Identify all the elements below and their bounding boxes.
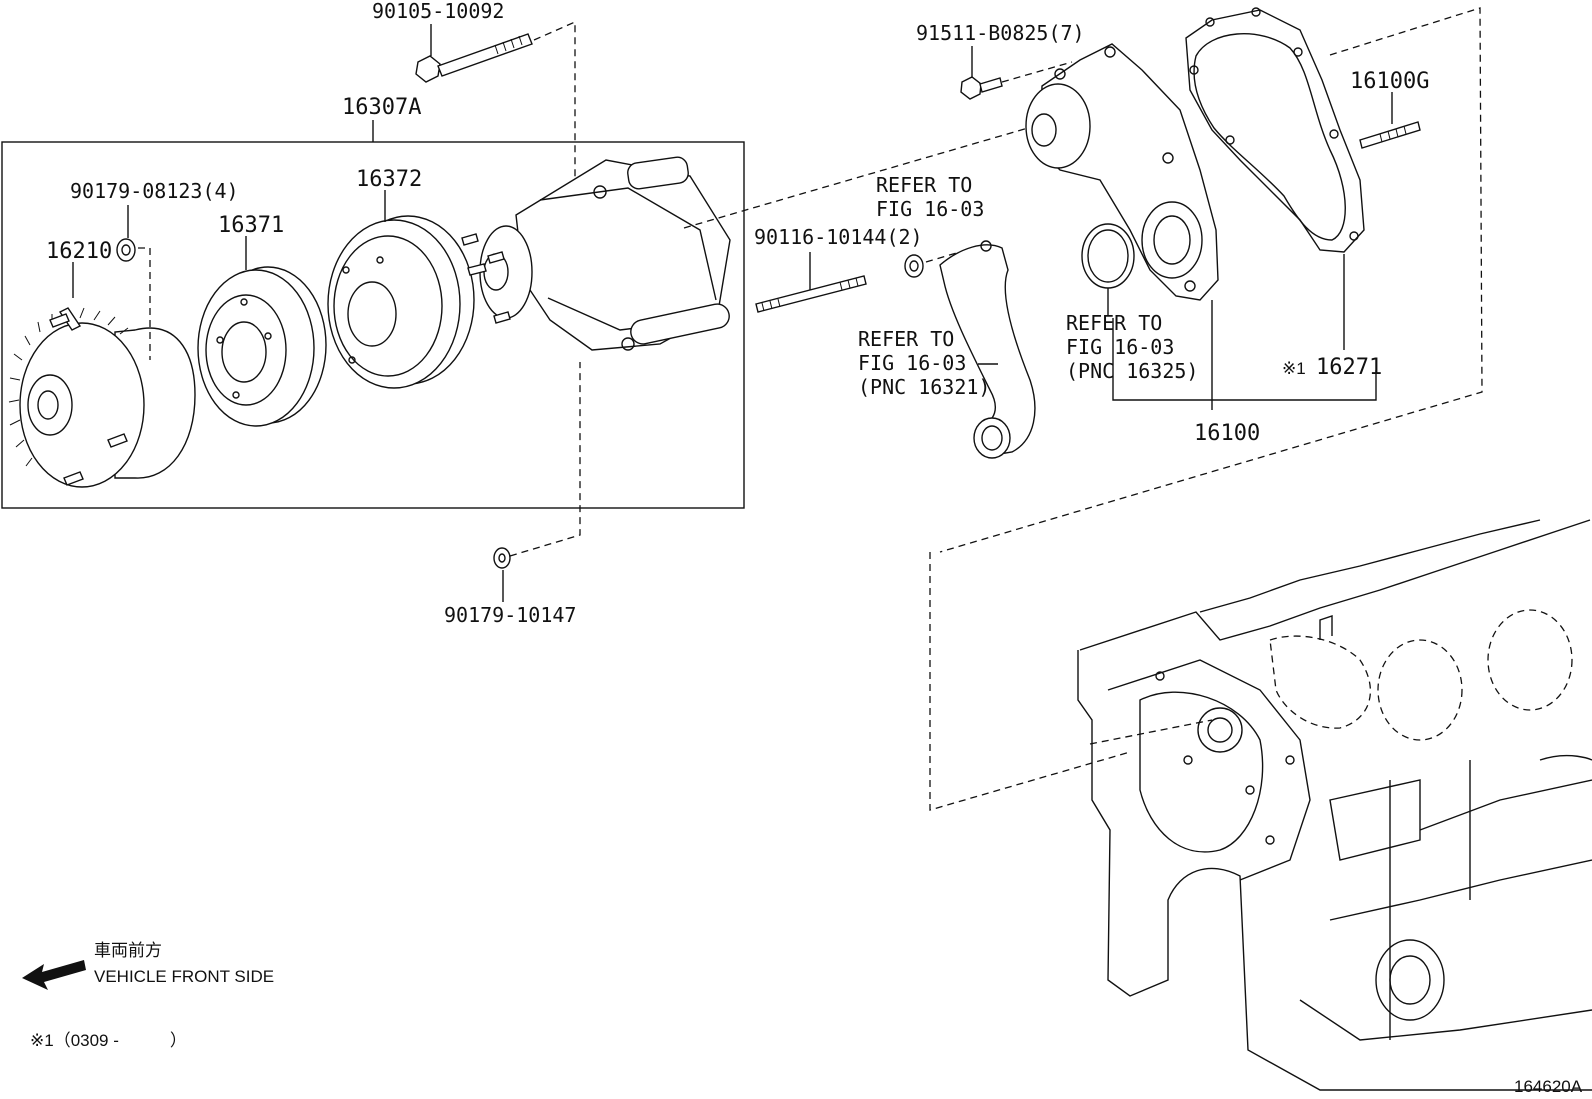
bolt-91511-icon — [960, 76, 1003, 100]
label-gasket-16271: 16271 — [1316, 355, 1382, 380]
front-arrow-icon — [22, 960, 86, 990]
nut-90179-08123-icon — [116, 238, 136, 262]
label-gasket-mark: ※1 — [1282, 359, 1306, 378]
label-bolt-90105: 90105-10092 — [372, 0, 504, 23]
refer-a-line2: FIG 16-03 — [876, 197, 984, 221]
label-fan-clutch-16210: 16210 — [46, 239, 112, 264]
refer-b-line1: REFER TO — [858, 327, 954, 351]
refer-b-line3: (PNC 16321) — [858, 375, 990, 399]
refer-a-line1: REFER TO — [876, 173, 972, 197]
fan-clutch-icon — [8, 307, 196, 488]
label-stud-16100G: 16100G — [1350, 69, 1429, 94]
bypass-pipe-icon — [939, 240, 1036, 459]
bolt-90105-icon — [415, 33, 533, 83]
label-pulley-16372: 16372 — [356, 167, 422, 192]
refer-c-line2: FIG 16-03 — [1066, 335, 1174, 359]
stud-16100G-icon — [1359, 121, 1421, 149]
o-ring-icon — [1081, 223, 1135, 289]
label-nut-90179-08123: 90179-08123(4) — [70, 179, 239, 203]
pulley-16371-icon — [197, 266, 327, 427]
legend-en: VEHICLE FRONT SIDE — [94, 967, 274, 986]
pulley-16372-icon — [327, 215, 475, 389]
gasket-16271-icon — [1185, 7, 1365, 253]
label-bolt-91511: 91511-B0825(7) — [916, 21, 1085, 45]
refer-c-line3: (PNC 16325) — [1066, 359, 1198, 383]
engine-block-icon — [929, 519, 1592, 1091]
nut-small-icon — [904, 254, 924, 278]
refer-c-line1: REFER TO — [1066, 311, 1162, 335]
stud-90116-icon — [755, 275, 867, 313]
water-pump-icon — [461, 156, 731, 351]
legend-jp: 車両前方 — [94, 941, 162, 960]
legend-footnote: ※1（0309 - ） — [30, 1031, 187, 1050]
refer-b-line2: FIG 16-03 — [858, 351, 966, 375]
nut-90179-10147-icon — [493, 547, 511, 569]
figure-id: 164620A — [1514, 1077, 1583, 1096]
label-nut-90179-10147: 90179-10147 — [444, 603, 576, 627]
bracket-16100 — [1112, 318, 1377, 401]
water-pump-assy-icon — [1025, 43, 1219, 301]
label-16307A: 16307A — [342, 95, 421, 120]
label-pulley-16371: 16371 — [218, 213, 284, 238]
label-stud-90116: 90116-10144(2) — [754, 225, 923, 249]
label-pump-16100: 16100 — [1194, 421, 1260, 446]
